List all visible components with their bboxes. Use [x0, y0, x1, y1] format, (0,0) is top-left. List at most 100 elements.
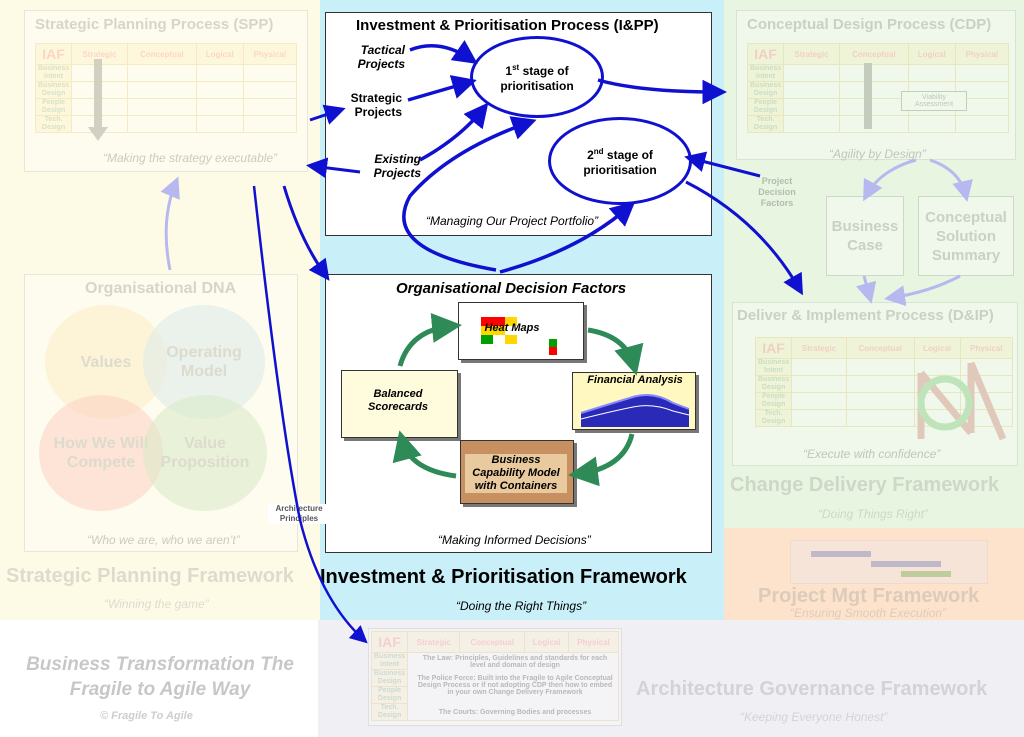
circle-label: Value Proposition [160, 435, 250, 471]
gov-law: The Law: Principles, Guidelines and stan… [422, 655, 608, 669]
gantt-image [790, 540, 988, 584]
spp-title: Strategic Planning Process (SPP) [35, 16, 274, 33]
business-case-doc: Business Case [826, 196, 904, 276]
agf-title: Architecture Governance Framework [636, 678, 988, 700]
iaf-corner: IAF [754, 337, 793, 359]
spp-down-arrow [94, 59, 102, 129]
iaf-corner: IAF [34, 43, 73, 65]
row-label: Business Design [754, 375, 793, 393]
column-header: Logical [524, 631, 570, 653]
row-label: Business Intent [746, 64, 785, 82]
row-label: People Design [370, 686, 409, 704]
ipf-title: Investment & Prioritisation Framework [320, 566, 687, 588]
cdp-quote: “Agility by Design” [829, 147, 926, 161]
column-header: Physical [959, 337, 1014, 359]
row-label: People Design [754, 392, 793, 410]
pmf-title: Project Mgt Framework [758, 585, 980, 607]
odf-quote: “Making Informed Decisions” [438, 533, 591, 547]
ipf-subtitle: “Doing the Right Things” [456, 599, 587, 613]
spp-quote: “Making the strategy executable” [103, 151, 278, 165]
viability-box: Viability Assessment [901, 91, 967, 111]
column-header: Physical [242, 43, 298, 65]
cdp-down-arrow [864, 63, 872, 129]
balanced-scorecards-label: Balanced Scorecards [368, 388, 428, 413]
cdp-panel: Conceptual Design Process (CDP) IAF Stra… [736, 10, 1016, 161]
first-stage-label: 1st stage of prioritisation [500, 63, 574, 93]
row-label: Business Intent [34, 64, 73, 82]
iaf-corner: IAF [746, 43, 785, 65]
second-stage-label: 2nd stage of prioritisation [583, 147, 657, 177]
gov-police: The Police Force: Built into the Fragile… [417, 675, 613, 696]
gantt-bar [901, 571, 951, 577]
architecture-principles-label: Architecture Principles [268, 504, 330, 524]
heat-cell [549, 339, 557, 347]
tactical-projects-label: Tactical Projects [357, 43, 405, 71]
ipp-quote: “Managing Our Project Portfolio” [426, 214, 599, 228]
strategic-projects-label: Strategic Projects [350, 91, 402, 119]
bt-copyright: © Fragile To Agile [100, 710, 193, 722]
heat-cell [481, 317, 493, 326]
column-header: Logical [913, 337, 961, 359]
column-header: Physical [568, 631, 619, 653]
cdp-title: Conceptual Design Process (CDP) [747, 16, 992, 33]
business-case-label: Business Case [831, 218, 899, 254]
existing-projects-label: Existing Projects [373, 152, 421, 180]
spp-down-arrowhead [88, 127, 108, 141]
dip-zigzag-arrows [917, 361, 1007, 441]
project-decision-factors-label: Project Decision Factors [758, 176, 796, 208]
ipp-title: Investment & Prioritisation Process (I&P… [356, 17, 659, 34]
values-circle: Values [45, 305, 167, 419]
column-header: Conceptual [126, 43, 197, 65]
gantt-bar [811, 551, 871, 557]
circle-label: Values [80, 353, 132, 371]
column-header: Strategic [783, 43, 840, 65]
gov-iaf-table: IAF Strategic Conceptual Logical Physica… [370, 631, 619, 721]
circle-label: How We Will Compete [53, 435, 149, 471]
row-label: Tech. Design [370, 703, 409, 721]
column-header: Logical [907, 43, 956, 65]
second-stage-ellipse: 2nd stage of prioritisation [548, 117, 692, 205]
agf-subtitle: “Keeping Everyone Honest” [740, 710, 888, 724]
conceptual-solution-label: Conceptual Solution Summary [925, 208, 1007, 264]
heat-cell [493, 317, 505, 326]
row-label: Business Design [746, 81, 785, 99]
dip-title: Deliver & Implement Process (D&IP) [737, 307, 994, 324]
dna-panel: Organisational DNA Values Operating Mode… [24, 274, 298, 552]
column-header: Logical [195, 43, 244, 65]
pmf-subtitle: “Ensuring Smooth Execution” [790, 606, 947, 620]
row-label: Business Design [34, 81, 73, 99]
capability-model-label: Business Capability Model with Container… [465, 454, 567, 493]
cdf-title: Change Delivery Framework [730, 474, 999, 496]
column-header: Strategic [407, 631, 461, 653]
column-header: Physical [954, 43, 1010, 65]
spf-subtitle: “Winning the game” [104, 597, 209, 611]
financial-analysis-thumbnail [572, 372, 696, 430]
first-stage-ellipse: 1st stage of prioritisation [470, 36, 604, 118]
iaf-corner: IAF [370, 631, 409, 653]
heat-cell [481, 335, 493, 344]
gov-courts: The Courts: Governing Bodies and process… [438, 709, 592, 716]
heat-cell [549, 347, 557, 355]
row-label: Business Design [370, 669, 409, 687]
heat-cell [481, 326, 493, 335]
heat-cell [505, 317, 517, 326]
row-label: Tech. Design [34, 115, 73, 133]
dip-panel: Deliver & Implement Process (D&IP) IAF S… [732, 302, 1018, 466]
value-proposition-circle: Value Proposition [143, 395, 267, 511]
heat-maps-label: Heat Maps [484, 322, 540, 334]
row-label: People Design [746, 98, 785, 116]
row-label: Tech. Design [746, 115, 785, 133]
dna-title: Organisational DNA [85, 280, 237, 297]
spp-iaf-table: IAF Strategic Conceptual Logical Physica… [34, 43, 298, 133]
cdp-iaf-table: IAF Strategic Conceptual Logical Physica… [746, 43, 1010, 133]
governance-panel: IAF Strategic Conceptual Logical Physica… [368, 628, 622, 726]
financial-chart [580, 394, 690, 427]
heat-cell [493, 326, 505, 335]
dna-quote: “Who we are, who we aren’t” [87, 533, 240, 547]
bt-title: Business Transformation The Fragile to A… [26, 654, 294, 700]
dip-quote: “Execute with confidence” [803, 447, 941, 461]
gantt-bar [871, 561, 941, 567]
spp-panel: Strategic Planning Process (SPP) IAF Str… [24, 10, 308, 172]
financial-analysis-label: Financial Analysis [587, 374, 683, 386]
dip-iaf-table: IAF Strategic Conceptual Logical Physica… [754, 337, 1014, 427]
